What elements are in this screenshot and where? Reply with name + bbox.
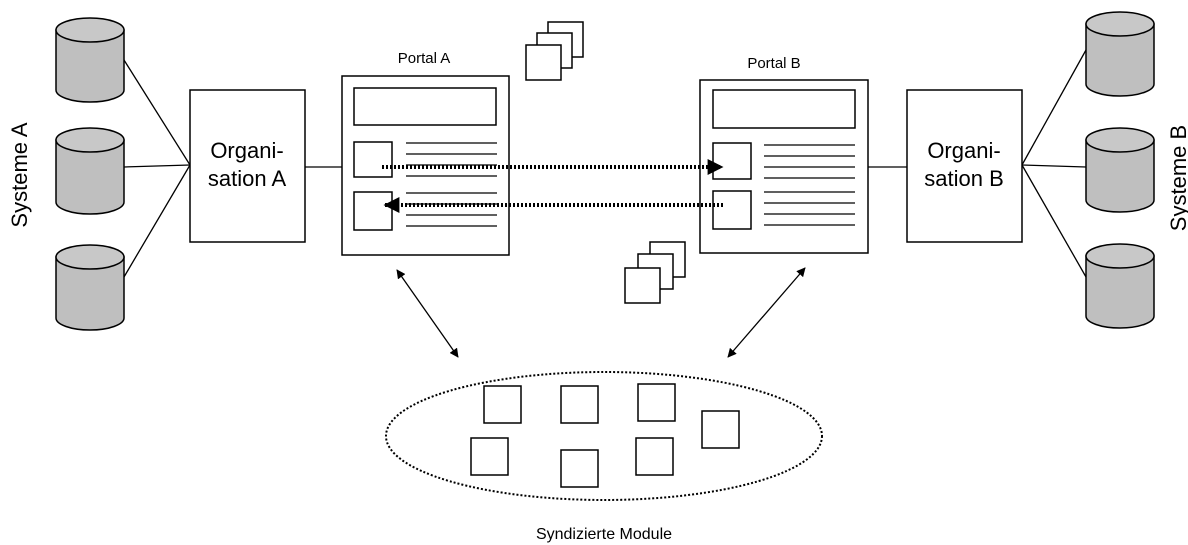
portal-b-title: Portal B [747, 55, 800, 72]
connector-db-b3 [1021, 164, 1087, 278]
database-icon [1085, 11, 1155, 97]
portal-b [699, 79, 869, 254]
portal-a-header [353, 87, 497, 126]
connector-db-a1 [123, 59, 191, 166]
database-icon [55, 244, 125, 331]
organisation-a-label-line1: Organi- [210, 138, 283, 163]
organisation-b-box [906, 89, 1023, 243]
module-box [637, 383, 676, 422]
systems-a-label: Systeme A [7, 122, 32, 227]
connector-db-a3 [123, 164, 191, 278]
database-icon [1085, 243, 1155, 329]
module-box [470, 437, 509, 476]
database-icon [55, 127, 125, 215]
portal-b-module-2 [712, 190, 752, 230]
arrow-portal-a-modules [396, 269, 459, 358]
portal-a-title: Portal A [398, 50, 451, 67]
connector-db-b2 [1021, 164, 1087, 168]
database-icon [1085, 127, 1155, 213]
organisation-b-label-line2: sation B [924, 166, 1004, 191]
organisation-b-label-line1: Organi- [927, 138, 1000, 163]
module-box [483, 385, 522, 424]
syndicated-modules-label: Syndizierte Module [536, 526, 672, 543]
database-icon [55, 17, 125, 103]
portal-b-module-1 [712, 142, 752, 180]
connector-db-a2 [123, 164, 191, 168]
module-pool-ellipse [385, 371, 823, 501]
connector-db-b1 [1021, 49, 1087, 166]
portal-a-module-2 [353, 191, 393, 231]
module-box [635, 437, 674, 476]
organisation-a-label-line2: sation A [208, 166, 287, 191]
arrow-portal-b-modules [727, 267, 806, 358]
organisation-a-box [189, 89, 306, 243]
documents-stack-icon [525, 21, 584, 81]
systems-b-label: Systeme B [1166, 125, 1188, 231]
module-pool [470, 383, 740, 488]
module-box [560, 449, 599, 488]
module-box [560, 385, 599, 424]
portal-b-header [712, 89, 856, 129]
portal-a-module-1 [353, 141, 393, 178]
module-box [701, 410, 740, 449]
documents-stack-icon [624, 241, 686, 304]
